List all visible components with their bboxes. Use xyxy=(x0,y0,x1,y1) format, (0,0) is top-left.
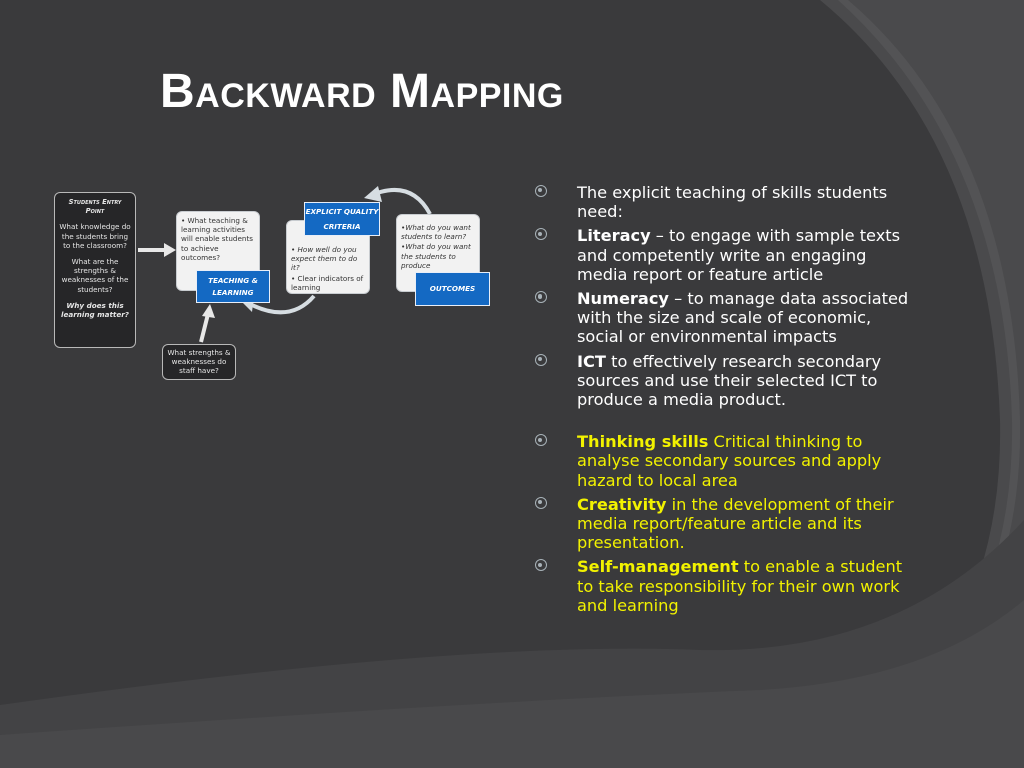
backward-mapping-diagram: Students Entry Point What knowledge do t… xyxy=(52,180,496,390)
bullet-text: to effectively research secondary source… xyxy=(577,351,882,410)
entry-question-knowledge: What knowledge do the students bring to … xyxy=(59,222,131,250)
explicit-quality-criteria-label: EXPLICIT QUALITY CRITERIA xyxy=(304,202,380,236)
bullet-literacy: Literacy – to engage with sample texts a… xyxy=(535,226,920,284)
bullet-text: Critical thinking to analyse secondary s… xyxy=(577,432,882,490)
bullet-keyword: Literacy xyxy=(577,226,651,246)
outcomes-label: OUTCOMES xyxy=(415,272,490,306)
bullet-keyword: Thinking skills xyxy=(577,432,709,452)
entry-question-strengths: What are the strengths & weaknesses of t… xyxy=(61,257,129,294)
teaching-label-line-2: LEARNING xyxy=(212,288,254,297)
bullet-creativity: Creativity in the development of their m… xyxy=(535,495,920,553)
staff-strengths-text: What strengths & weaknesses do staff hav… xyxy=(167,348,231,376)
bullet-text: The explicit teaching of skills students… xyxy=(577,183,888,222)
bullet-circle-icon xyxy=(535,559,547,572)
criteria-label-line-2: CRITERIA xyxy=(323,221,361,231)
bullet-keyword: Self-management xyxy=(577,557,739,577)
bullet-keyword: Creativity xyxy=(577,494,667,514)
outcomes-text-produce: •What do you want the students to produc… xyxy=(401,242,471,270)
bullet-circle-icon xyxy=(535,185,547,197)
outcomes-text-learn: •What do you want students to learn? xyxy=(401,223,471,242)
bullet-self-management: Self-management to enable a student to t… xyxy=(535,557,920,615)
bullet-text: to enable a student to take responsibili… xyxy=(577,557,903,615)
bullet-circle-icon xyxy=(535,291,547,304)
bullet-circle-icon xyxy=(535,353,547,366)
bullet-circle-icon xyxy=(535,434,547,447)
teaching-learning-label: TEACHING & LEARNING xyxy=(196,270,270,303)
diagram-arrows xyxy=(138,186,432,343)
teaching-activities-text: • What teaching & learning activities wi… xyxy=(181,216,254,262)
entry-heading: Students Entry Point xyxy=(68,198,122,215)
bullet-text: – to engage with sample texts and compet… xyxy=(577,226,901,284)
bullet-text: in the development of their media report… xyxy=(577,494,894,553)
criteria-text-indicators: • Clear indicators of learning xyxy=(291,273,364,292)
bullet-text: – to manage data associated with the siz… xyxy=(577,289,909,347)
staff-strengths-box: What strengths & weaknesses do staff hav… xyxy=(162,344,236,380)
bullet-circle-icon xyxy=(535,496,547,509)
arrow-outcomes-to-criteria xyxy=(373,188,432,215)
entry-question-why: Why does this learning matter? xyxy=(61,300,129,320)
students-entry-point-box: Students Entry Point What knowledge do t… xyxy=(54,192,136,348)
teaching-label-line-1: TEACHING & xyxy=(208,275,258,285)
arrow-criteria-to-teaching xyxy=(249,294,316,315)
bullet-circle-icon xyxy=(535,228,547,241)
bullet-explicit-teaching: The explicit teaching of skills students… xyxy=(535,183,920,221)
bullet-keyword: ICT xyxy=(577,351,606,371)
bullet-ict: ICT to effectively research secondary so… xyxy=(535,352,920,410)
criteria-label-line-1: EXPLICIT QUALITY xyxy=(305,207,379,217)
criteria-text-how-well: • How well do you expect them to do it? xyxy=(291,245,358,273)
slide-title: Backward Mapping xyxy=(160,65,564,118)
skills-bullet-list: The explicit teaching of skills students… xyxy=(535,183,920,620)
bullet-numeracy: Numeracy – to manage data associated wit… xyxy=(535,289,920,347)
arrow-staff-to-teaching xyxy=(199,313,210,343)
bullet-thinking-skills: Thinking skills Critical thinking to ana… xyxy=(535,432,920,490)
bullet-keyword: Numeracy xyxy=(577,289,669,309)
